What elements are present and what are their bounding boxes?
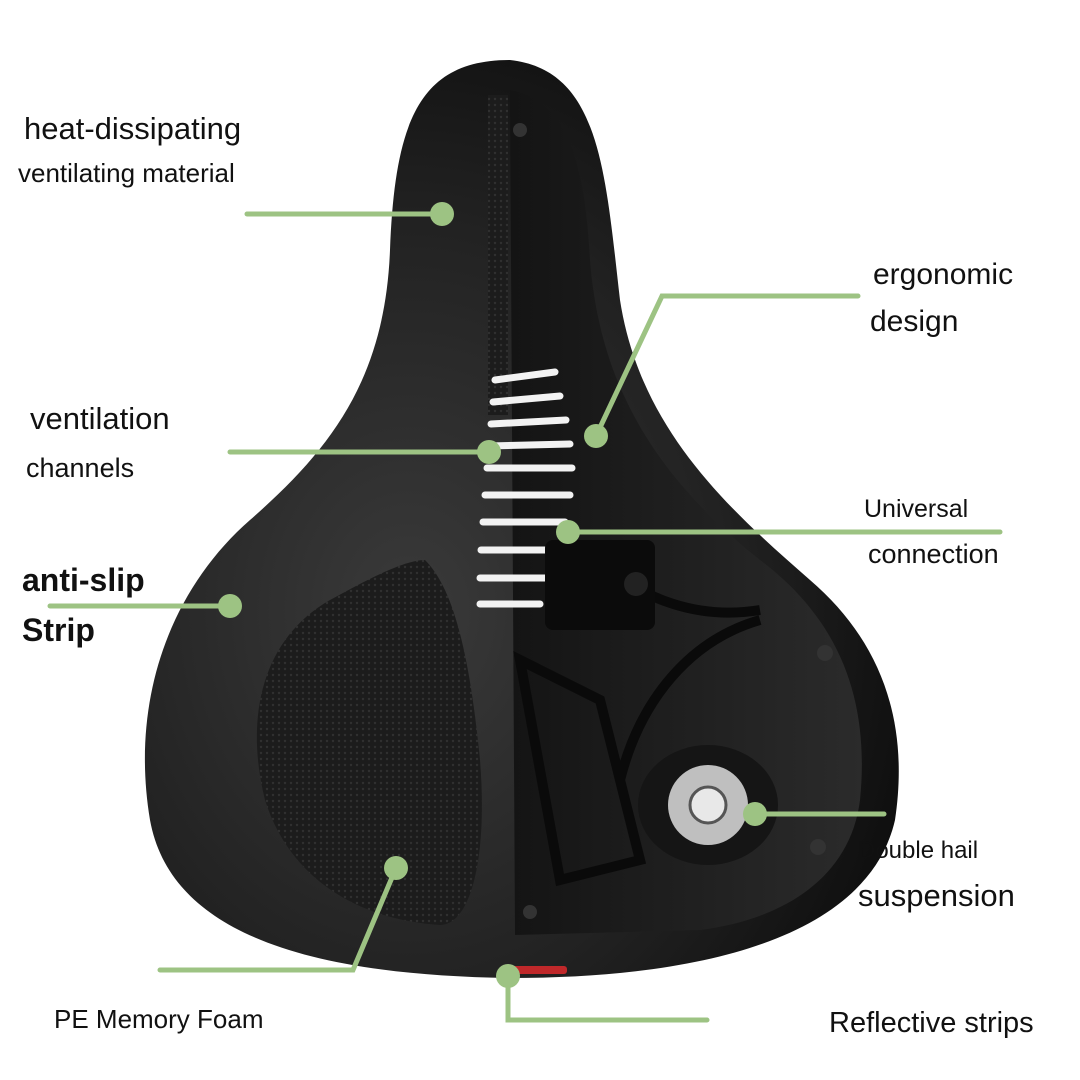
vent-strip [488,95,508,415]
reflective-label: Reflective strips [829,1007,1034,1039]
antislip-label-line2: Strip [22,612,95,648]
suspension-label-line1: Double hail [858,837,979,864]
dot-antislip [218,594,242,618]
leader-dots [218,202,767,988]
clamp-block [545,540,655,630]
spring-coils [476,368,576,608]
leader-lines [47,211,1003,1023]
universal-label-line1: Universal [864,495,969,523]
dot-heat [430,202,454,226]
ergonomic-label-line2: design [870,305,959,338]
foam-texture-panel [256,560,482,925]
dot-suspension [743,802,767,826]
dot-reflective [496,964,520,988]
suspension-bolt [688,785,728,825]
reflective-strip [505,966,567,974]
dot-ventilation [477,440,501,464]
cutaway-cavity [510,90,862,935]
suspension-label-line2: suspension [858,878,1015,913]
rivets [513,123,833,919]
universal-label-line2: connection [868,539,999,569]
ergonomic-label-line1: ergonomic [873,258,1014,291]
dot-ergonomic [584,424,608,448]
ventilation-label-line2: channels [26,453,135,483]
antislip-label-line1: anti-slip [22,562,145,598]
ventilation-label-line1: ventilation [30,401,170,436]
heat-label-line2: ventilating material [18,158,235,188]
dot-foam [384,856,408,880]
foam-label: PE Memory Foam [54,1004,264,1034]
clamp-bolt [624,572,648,596]
dot-universal [556,520,580,544]
heat-label-line1: heat-dissipating [24,111,242,146]
